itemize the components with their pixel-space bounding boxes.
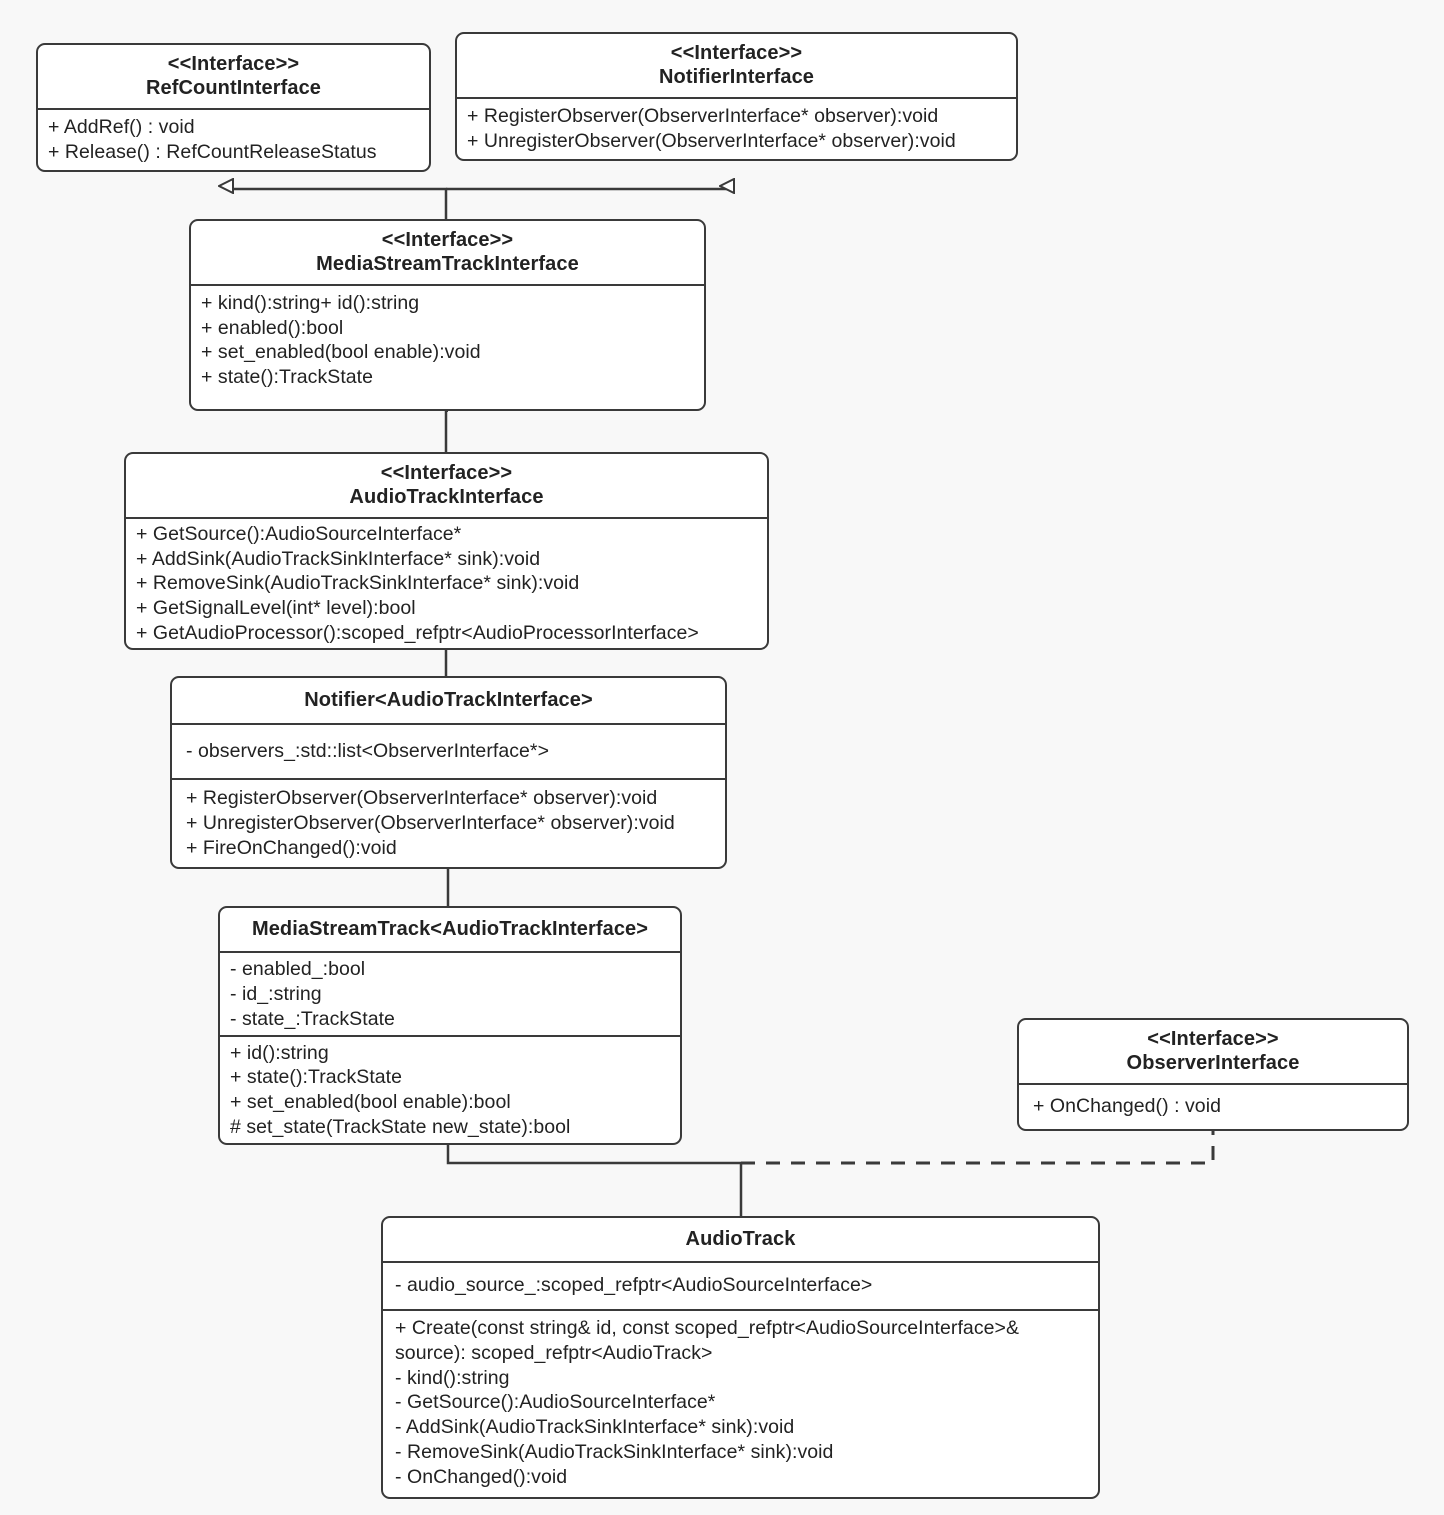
class-header-mediastreamtrackinterface: <<Interface>> MediaStreamTrackInterface <box>191 221 704 284</box>
methods-compartment: + id():string + state():TrackState + set… <box>220 1037 680 1143</box>
class-member: - GetSource():AudioSourceInterface* <box>395 1391 716 1414</box>
class-member: + UnregisterObserver(ObserverInterface* … <box>186 811 675 834</box>
class-name: MediaStreamTrackInterface <box>316 253 579 276</box>
class-member: - RemoveSink(AudioTrackSinkInterface* si… <box>395 1440 834 1463</box>
class-member: - state_:TrackState <box>230 1007 395 1030</box>
class-stereotype: <<Interface>> <box>167 53 300 75</box>
class-member: + id():string <box>230 1041 329 1064</box>
compartment-divider <box>172 723 725 726</box>
class-name: Notifier<AudioTrackInterface> <box>304 689 593 711</box>
members-compartment: + AddRef() : void + Release() : RefCount… <box>38 110 429 170</box>
class-member: + GetAudioProcessor():scoped_refptr<Audi… <box>136 621 699 644</box>
class-name: MediaStreamTrack<AudioTrackInterface> <box>251 918 649 940</box>
class-member: + GetSource():AudioSourceInterface* <box>136 522 462 545</box>
compartment-divider <box>457 96 1016 99</box>
members-compartment: + GetSource():AudioSourceInterface* + Ad… <box>126 519 767 648</box>
class-member: + UnregisterObserver(ObserverInterface* … <box>467 129 956 152</box>
members-compartment: + kind():string+ id():string + enabled()… <box>191 286 704 396</box>
class-member: + Release() : RefCountReleaseStatus <box>48 140 377 163</box>
class-member: + RegisterObserver(ObserverInterface* ob… <box>467 104 939 127</box>
class-name: RefCountInterface <box>145 77 322 100</box>
compartment-divider <box>1019 1082 1407 1085</box>
compartment-divider <box>172 778 725 781</box>
class-member: + OnChanged() : void <box>1033 1094 1221 1117</box>
class-member: - enabled_:bool <box>230 958 366 981</box>
edge-mediastreamtrackinterface-realizes <box>232 186 733 219</box>
attributes-compartment: - observers_:std::list<ObserverInterface… <box>172 725 725 778</box>
class-stereotype: <<Interface>> <box>381 229 514 251</box>
class-box-audiotrack[interactable]: AudioTrack - audio_source_:scoped_refptr… <box>381 1216 1100 1500</box>
attributes-compartment: - enabled_:bool - id_:string - state_:Tr… <box>220 953 680 1034</box>
class-member: + set_enabled(bool enable):void <box>201 341 481 364</box>
class-member: + set_enabled(bool enable):bool <box>230 1091 511 1114</box>
methods-compartment: + Create(const string& id, const scoped_… <box>383 1311 1098 1497</box>
class-member: + AddRef() : void <box>48 115 195 138</box>
class-stereotype: <<Interface>> <box>670 42 803 64</box>
class-member: - OnChanged():void <box>395 1465 568 1488</box>
class-box-notifierinterface[interactable]: <<Interface>> NotifierInterface + Regist… <box>455 32 1018 162</box>
class-member: # set_state(TrackState new_state):bool <box>230 1115 571 1138</box>
class-header-refcountinterface: <<Interface>> RefCountInterface <box>38 45 429 108</box>
class-box-refcountinterface[interactable]: <<Interface>> RefCountInterface + AddRef… <box>36 43 431 173</box>
methods-compartment: + RegisterObserver(ObserverInterface* ob… <box>172 780 725 867</box>
class-box-audiotrackinterface[interactable]: <<Interface>> AudioTrackInterface + GetS… <box>124 452 769 650</box>
class-header-notifierinterface: <<Interface>> NotifierInterface <box>457 34 1016 97</box>
class-name: AudioTrack <box>685 1228 796 1250</box>
class-name: ObserverInterface <box>1126 1052 1300 1075</box>
class-stereotype: <<Interface>> <box>380 462 513 484</box>
attributes-compartment: - audio_source_:scoped_refptr<AudioSourc… <box>383 1263 1098 1309</box>
class-member: - audio_source_:scoped_refptr<AudioSourc… <box>395 1274 873 1297</box>
class-stereotype: <<Interface>> <box>1147 1028 1279 1050</box>
class-member: - id_:string <box>230 983 322 1006</box>
class-header-mediastreamtrack: MediaStreamTrack<AudioTrackInterface> <box>220 908 680 951</box>
compartment-divider <box>383 1309 1098 1312</box>
class-member: + AddSink(AudioTrackSinkInterface* sink)… <box>136 547 541 570</box>
class-box-observerinterface[interactable]: <<Interface>> ObserverInterface + OnChan… <box>1017 1018 1409 1131</box>
compartment-divider <box>38 107 429 110</box>
class-member: + kind():string+ id():string <box>201 291 420 314</box>
class-member: + Create(const string& id, const scoped_… <box>395 1317 1025 1364</box>
class-box-notifier[interactable]: Notifier<AudioTrackInterface> - observer… <box>170 676 727 870</box>
class-member: + enabled():bool <box>201 316 344 339</box>
compartment-divider <box>191 283 704 286</box>
class-member: + RegisterObserver(ObserverInterface* ob… <box>186 787 658 810</box>
compartment-divider <box>220 951 680 954</box>
class-member: + GetSignalLevel(int* level):bool <box>136 597 416 620</box>
class-member: + state():TrackState <box>230 1066 403 1089</box>
class-member: + RemoveSink(AudioTrackSinkInterface* si… <box>136 572 580 595</box>
class-member: + FireOnChanged():void <box>186 836 397 859</box>
compartment-divider <box>126 516 767 519</box>
class-member: - kind():string <box>395 1366 510 1389</box>
class-header-observerinterface: <<Interface>> ObserverInterface <box>1019 1020 1407 1083</box>
class-header-audiotrackinterface: <<Interface>> AudioTrackInterface <box>126 454 767 517</box>
class-member: - AddSink(AudioTrackSinkInterface* sink)… <box>395 1416 795 1439</box>
members-compartment: + RegisterObserver(ObserverInterface* ob… <box>457 99 1016 159</box>
members-compartment: + OnChanged() : void <box>1019 1085 1407 1129</box>
compartment-divider <box>220 1034 680 1037</box>
class-member: - observers_:std::list<ObserverInterface… <box>186 740 550 763</box>
class-name: NotifierInterface <box>658 66 815 89</box>
class-member: + state():TrackState <box>201 366 374 389</box>
class-name: AudioTrackInterface <box>349 486 544 509</box>
class-header-notifier: Notifier<AudioTrackInterface> <box>172 678 725 723</box>
class-box-mediastreamtrack[interactable]: MediaStreamTrack<AudioTrackInterface> - … <box>218 906 682 1145</box>
edge-audiotrack-depends-observerinterface <box>741 1125 1215 1165</box>
class-box-mediastreamtrackinterface[interactable]: <<Interface>> MediaStreamTrackInterface … <box>189 219 706 411</box>
class-header-audiotrack: AudioTrack <box>383 1218 1098 1261</box>
compartment-divider <box>383 1261 1098 1264</box>
